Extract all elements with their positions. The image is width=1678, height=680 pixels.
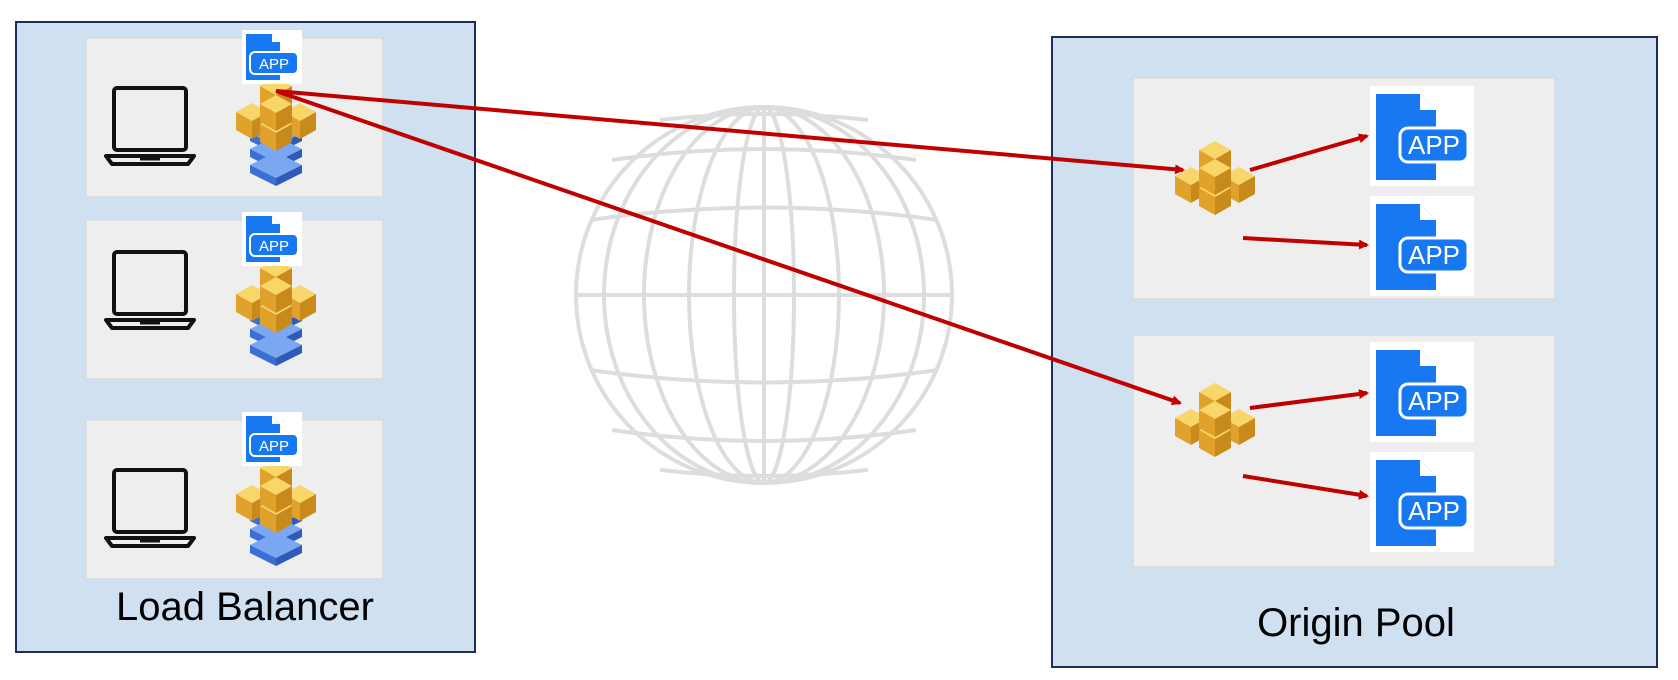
app-file-label: APP — [1408, 130, 1460, 160]
origin-node-card-2: APP APP — [1132, 334, 1556, 568]
arrow-origin-1-to-app-1 — [1249, 133, 1369, 172]
app-badge-label: APP — [259, 238, 289, 255]
arrow-origin-2-to-app-1 — [1249, 389, 1369, 410]
edge-node-card-3: APP — [85, 411, 384, 580]
edge-node-card-1: APP — [85, 29, 384, 198]
load-balancer-panel: APP APP APP Load Balancer — [15, 21, 476, 653]
load-balancer-label: Load Balancer — [116, 585, 374, 629]
app-file-label: APP — [1408, 386, 1460, 416]
app-file-icon: APP — [1368, 340, 1476, 444]
app-file-icon: APP — [1368, 84, 1476, 188]
arrow-lb-to-origin-2 — [275, 89, 1182, 406]
app-badge-label: APP — [259, 438, 289, 455]
app-file-icon: APP — [1368, 450, 1476, 554]
app-badge-label: APP — [259, 56, 289, 73]
app-file-label: APP — [1408, 240, 1460, 270]
globe-icon — [574, 105, 954, 485]
edge-node-card-2: APP — [85, 211, 384, 380]
app-badge-icon: APP — [241, 411, 303, 467]
origin-pool-panel: APP APP APP APP Origin Pool — [1051, 36, 1658, 668]
arrow-origin-2-to-app-2 — [1242, 474, 1369, 500]
app-badge-icon: APP — [241, 211, 303, 267]
connector-arrows — [275, 89, 1369, 500]
arrow-origin-1-to-app-2 — [1242, 236, 1369, 250]
app-badge-icon: APP — [241, 29, 303, 85]
app-file-icon: APP — [1368, 194, 1476, 298]
arrow-lb-to-origin-1 — [275, 89, 1185, 175]
origin-node-card-1: APP APP — [1132, 77, 1556, 300]
origin-pool-label: Origin Pool — [1257, 601, 1455, 645]
app-file-label: APP — [1408, 496, 1460, 526]
